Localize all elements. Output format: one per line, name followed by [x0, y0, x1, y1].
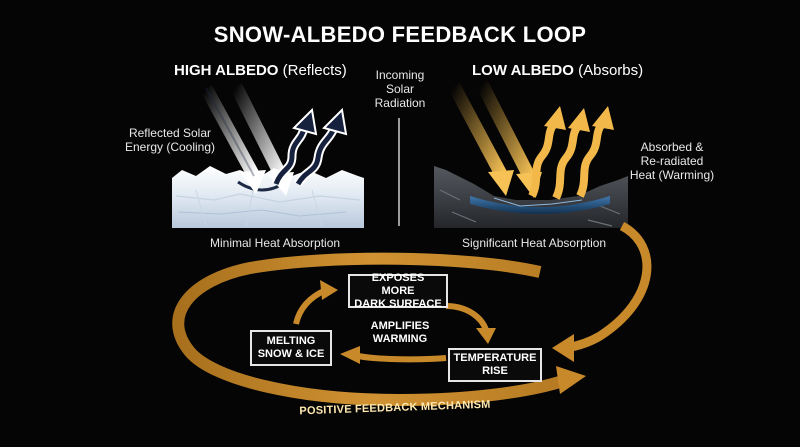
right-panel-caption: Significant Heat Absorption	[462, 236, 607, 250]
incoming-line2: Solar	[385, 82, 414, 96]
left-panel-caption: Minimal Heat Absorption	[210, 236, 341, 250]
incoming-radiation-label: Incoming Solar Radiation	[364, 68, 436, 110]
absorbed-line3: Heat (Warming)	[629, 168, 715, 182]
temperature-line1: TEMPERATURE	[453, 352, 537, 364]
melting-line2: SNOW & ICE	[257, 348, 325, 360]
exposes-line1: EXPOSES MORE	[371, 271, 425, 297]
right-panel-heading: LOW ALBEDO (Absorbs)	[472, 62, 643, 79]
melting-snow-ice-box: MELTING SNOW & ICE	[250, 330, 332, 366]
snow-ice-block	[172, 166, 364, 228]
feedback-loop-arrows	[172, 222, 652, 407]
page-title: SNOW-ALBEDO FEEDBACK LOOP	[213, 22, 587, 47]
exposes-line2: DARK SURFACE	[354, 297, 442, 310]
right-heading-rest: (Absorbs)	[578, 62, 644, 79]
reflected-energy-label: Reflected Solar Energy (Cooling)	[118, 126, 222, 154]
left-heading-bold: HIGH ALBEDO	[174, 62, 279, 79]
left-panel-heading: HIGH ALBEDO (Reflects)	[174, 62, 347, 79]
dark-rock-block	[434, 166, 628, 228]
amplifies-line1: AMPLIFIES	[370, 320, 430, 332]
reradiated-heat-arrows	[528, 106, 614, 200]
right-heading-bold: LOW ALBEDO	[472, 62, 574, 79]
left-heading-rest: (Reflects)	[282, 62, 347, 79]
absorbed-line2: Re-radiated	[640, 154, 704, 168]
amplifies-warming-label: AMPLIFIES WARMING	[360, 320, 440, 346]
melting-line1: MELTING	[266, 335, 316, 347]
temperature-rise-box: TEMPERATURE RISE	[448, 348, 542, 382]
incoming-line3: Radiation	[374, 96, 426, 110]
reflected-energy-line2: Energy (Cooling)	[124, 140, 216, 154]
incoming-line1: Incoming	[375, 68, 425, 82]
amplifies-line2: WARMING	[372, 333, 428, 345]
reflected-energy-line1: Reflected Solar	[128, 126, 212, 140]
temperature-line2: RISE	[482, 365, 508, 377]
exposes-dark-surface-box: EXPOSES MORE DARK SURFACE	[348, 271, 448, 310]
reflected-energy-arrows	[271, 107, 348, 187]
absorbed-heat-label: Absorbed & Re-radiated Heat (Warming)	[624, 140, 720, 182]
absorbed-line1: Absorbed &	[640, 140, 704, 154]
